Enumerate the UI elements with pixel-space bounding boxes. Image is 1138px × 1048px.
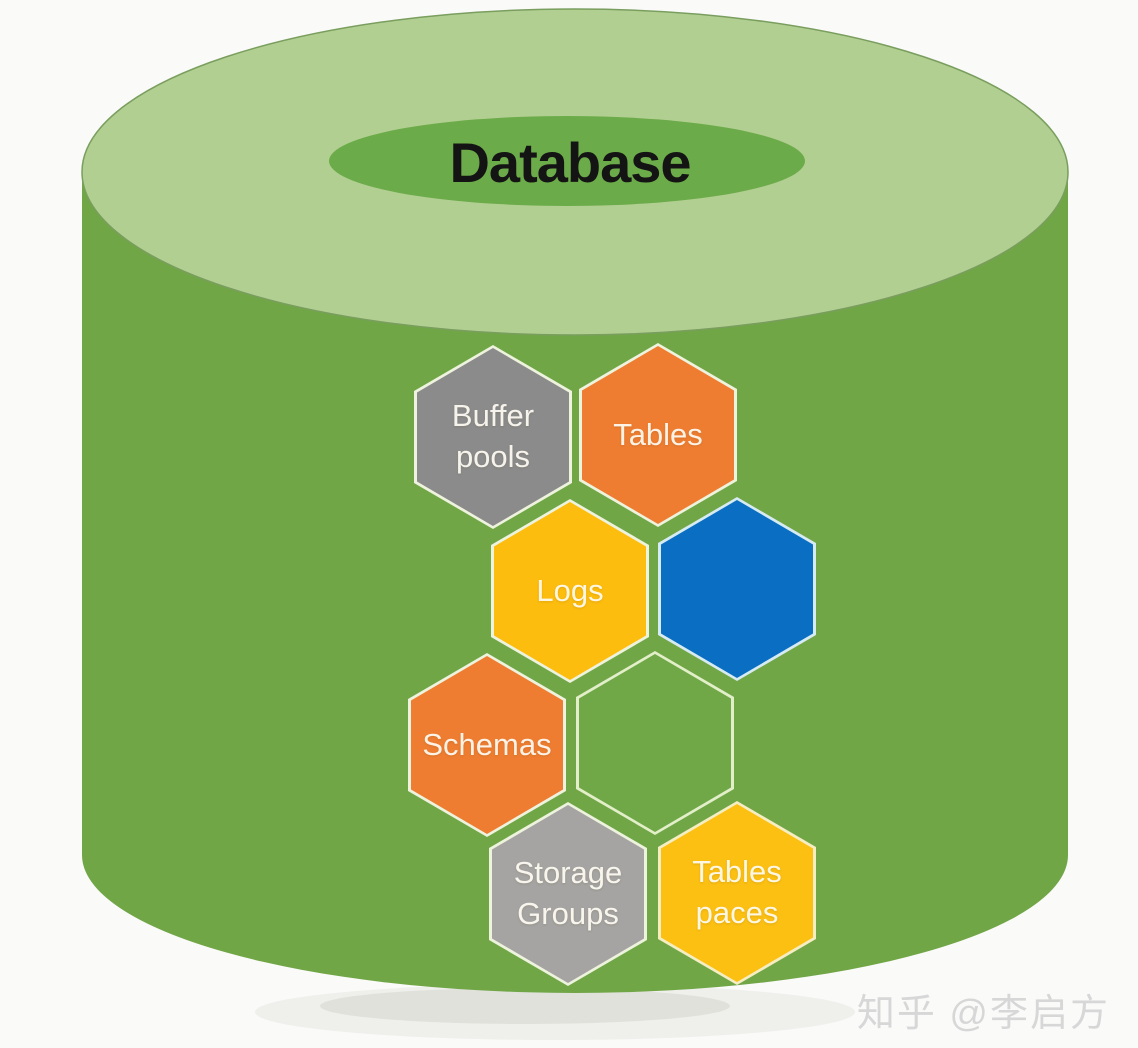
- hexagon-storage-groups: Storage Groups: [489, 802, 647, 986]
- label-line: Tables: [692, 854, 782, 890]
- hexagon-logs: Logs: [491, 499, 649, 683]
- label-line: Groups: [517, 896, 619, 931]
- hexagon-schemas: Schemas: [408, 653, 566, 837]
- label-line: Tables: [613, 416, 703, 452]
- label-line: paces: [695, 895, 779, 930]
- label-line: Buffer: [451, 398, 535, 434]
- label-line: pools: [455, 439, 531, 474]
- hexagon-tablespaces-face: Tables paces: [661, 804, 813, 982]
- hexagon-logs-label: Logs: [536, 571, 603, 612]
- hexagon-empty-blue-face: [661, 500, 813, 678]
- label-line: Schemas: [422, 726, 552, 762]
- hexagon-storage-groups-label: Storage Groups: [514, 853, 623, 935]
- label-line: Storage: [513, 855, 623, 891]
- hexagon-buffer-pools-label: Buffer pools: [452, 396, 534, 478]
- hexagon-tablespaces-label: Tables paces: [692, 852, 782, 934]
- hexagon-tablespaces: Tables paces: [658, 801, 816, 985]
- ground-shadow-core: [320, 988, 730, 1024]
- database-title: Database: [449, 130, 691, 194]
- hexagon-storage-groups-face: Storage Groups: [492, 805, 644, 983]
- watermark: 知乎 @李启方: [856, 993, 1110, 1035]
- hexagon-logs-face: Logs: [494, 502, 646, 680]
- hexagon-empty-green-face: [579, 654, 731, 832]
- hexagon-empty-green: [576, 651, 734, 835]
- title-ellipse: [329, 116, 805, 206]
- hexagon-schemas-label: Schemas: [422, 725, 551, 766]
- hexagon-tables-label: Tables: [613, 415, 703, 456]
- hexagon-empty-blue: [658, 497, 816, 681]
- hexagon-schemas-face: Schemas: [411, 656, 563, 834]
- label-line: Logs: [536, 572, 604, 608]
- ground-shadow: [255, 984, 855, 1040]
